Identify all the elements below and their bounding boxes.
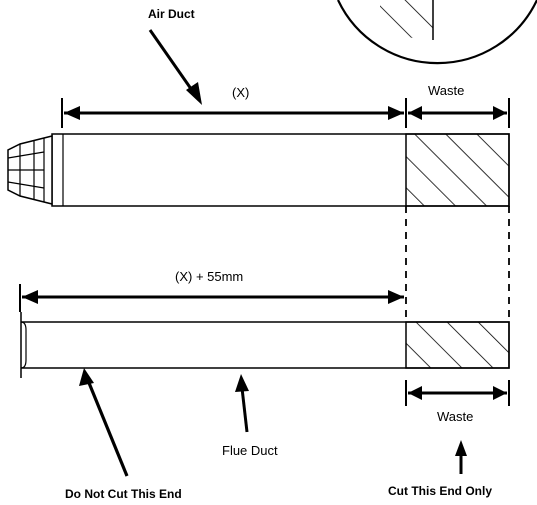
flue-duct-label: Flue Duct [222,443,278,458]
waste-top-label: Waste [428,83,464,98]
do-not-cut-pointer-arrow [79,368,129,477]
cut-only-pointer-arrow [455,440,467,474]
cut-only-label: Cut This End Only [388,484,492,498]
air-duct [51,133,510,207]
flue-duct-pointer-arrow [235,374,249,433]
dimension-x-label: (X) [232,85,249,100]
flue-duct [20,312,510,378]
detail-circle [337,0,537,65]
dimension-x-plus-55 [19,284,404,312]
dimension-waste-bottom [405,380,510,406]
dimension-x-plus-label: (X) + 55mm [175,269,243,284]
air-duct-pointer-arrow [148,29,202,105]
do-not-cut-label: Do Not Cut This End [65,487,182,501]
waste-bottom-label: Waste [437,409,473,424]
air-duct-label: Air Duct [148,7,195,21]
dimension-x-top [61,98,407,128]
cut-guide-lines [405,206,510,322]
air-duct-terminal [7,135,53,205]
dimension-waste-top [408,98,510,128]
